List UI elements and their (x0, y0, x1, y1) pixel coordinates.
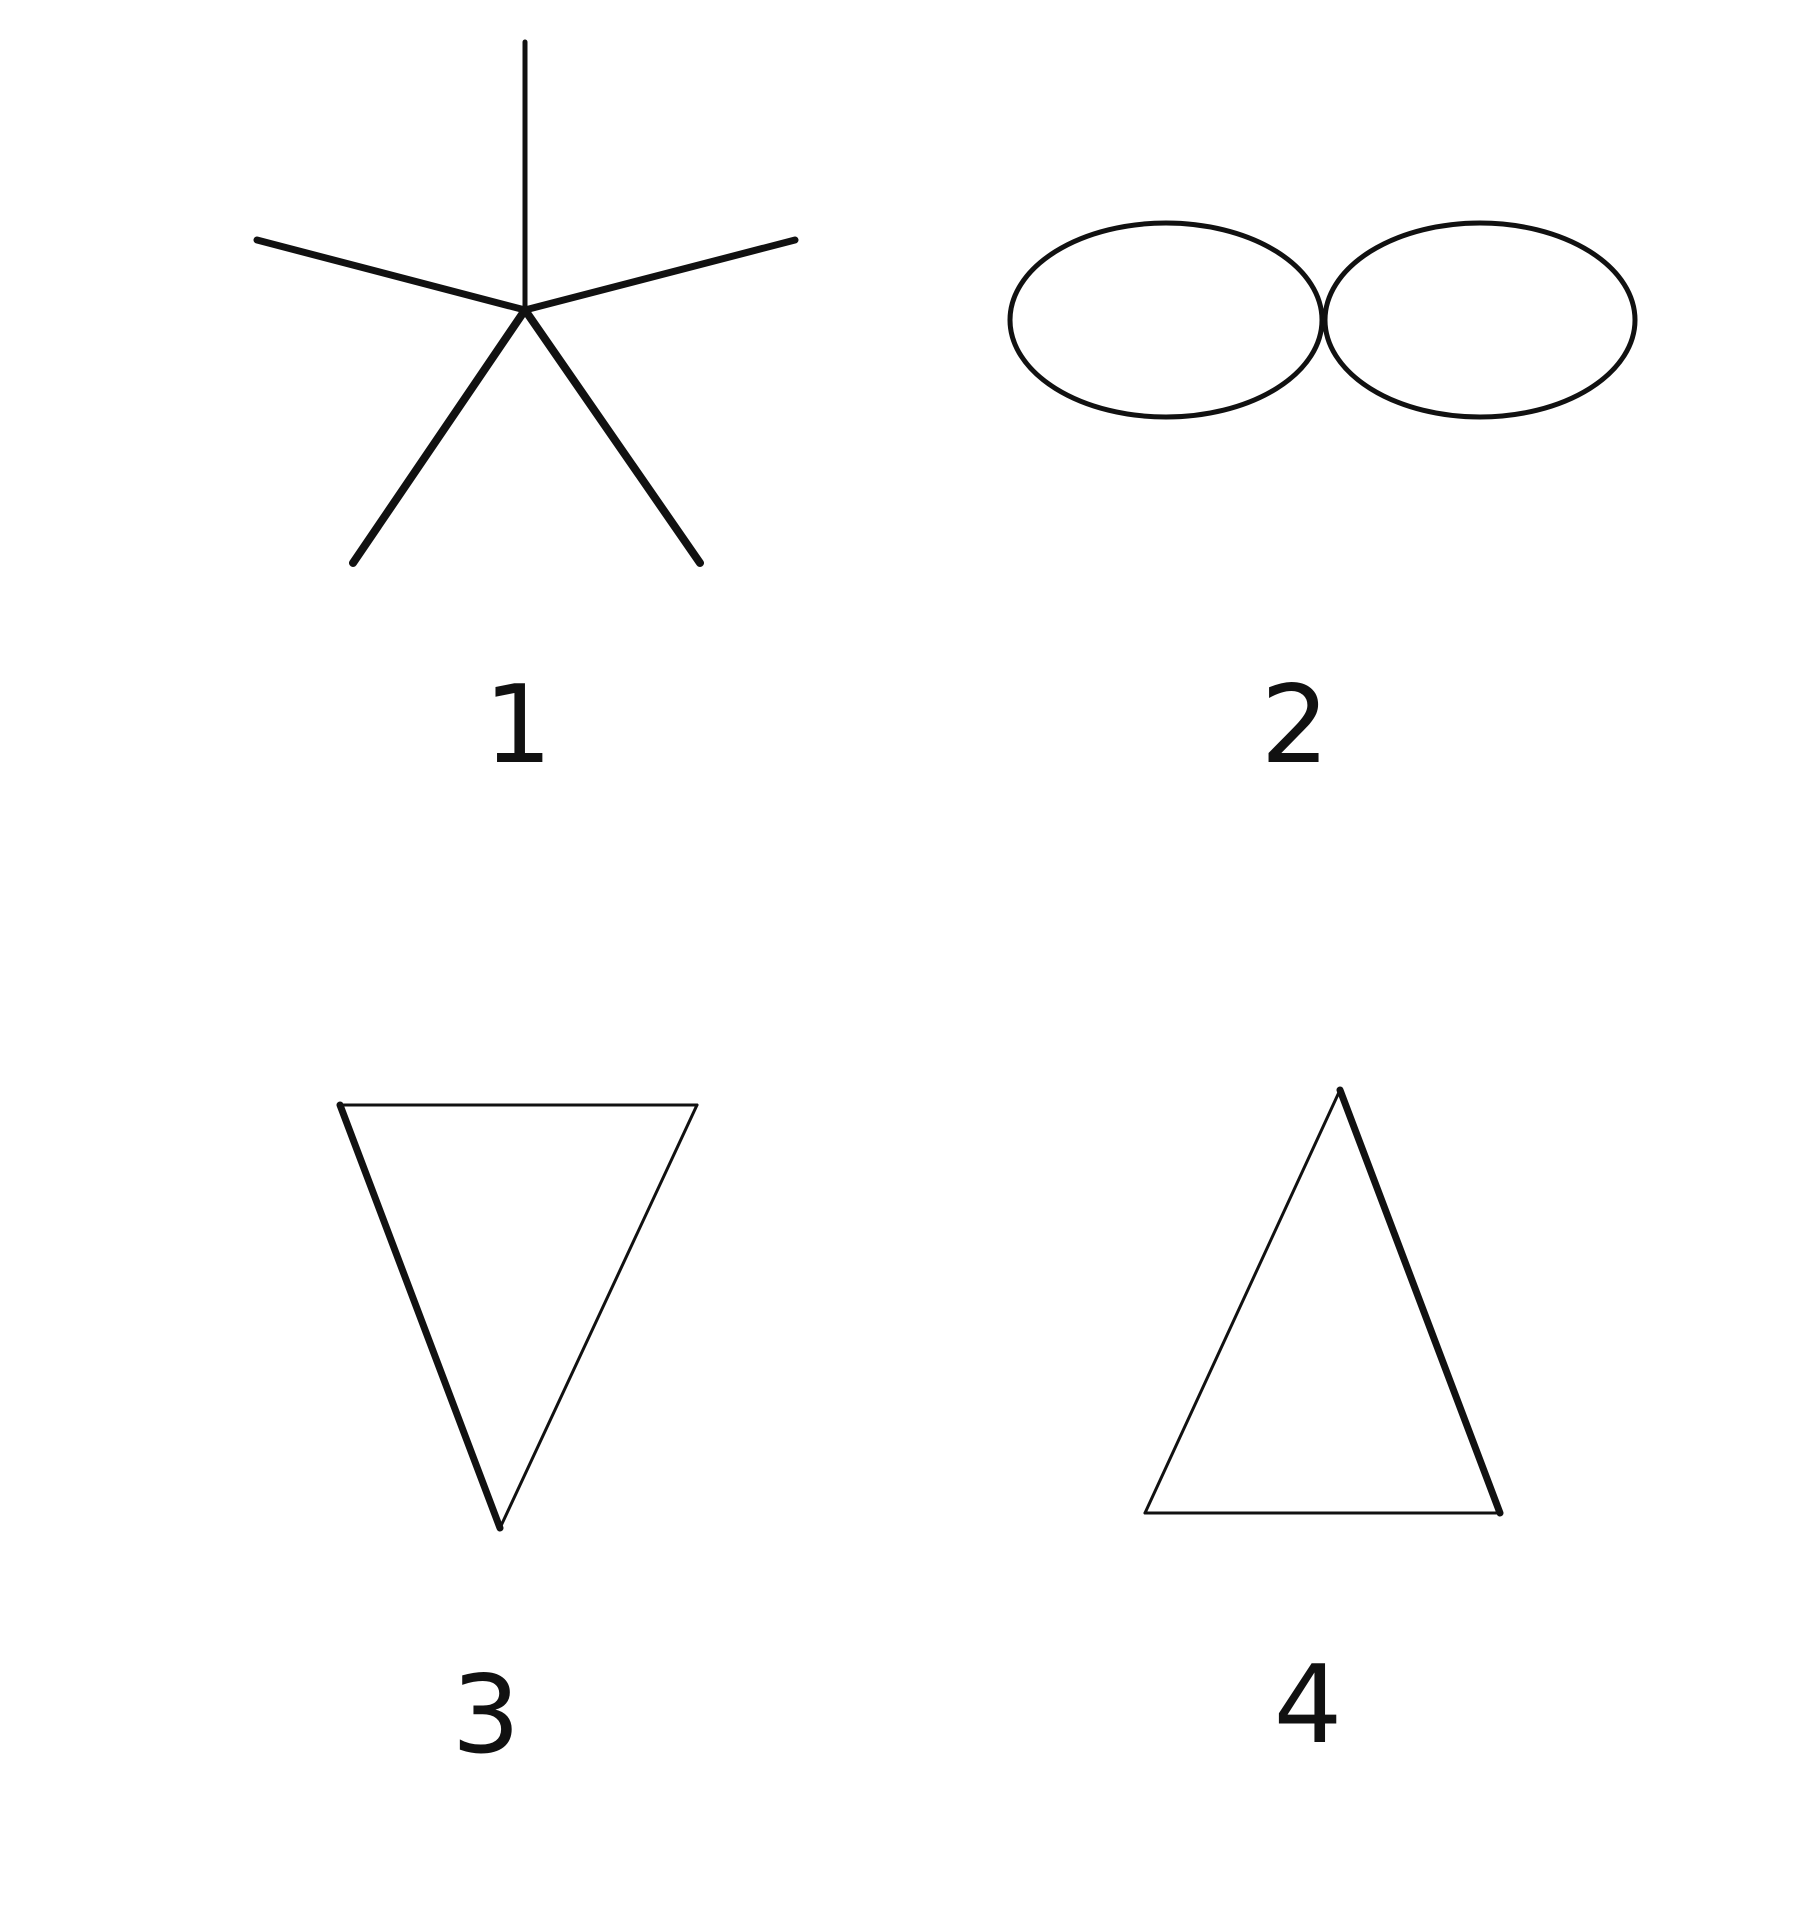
star-spoke-lower-left (349, 306, 529, 567)
star-spoke-right (521, 236, 799, 314)
tri3-left-edge (336, 1101, 504, 1532)
figure-3-label: 3 (452, 1653, 521, 1778)
figure-1-star (253, 39, 799, 567)
right-ellipse (1322, 220, 1638, 420)
figure-2-label: 2 (1261, 663, 1330, 788)
figure-3-inverted-triangle (336, 1101, 699, 1532)
figure-2-double-ellipse (1007, 220, 1638, 420)
figure-1-label: 1 (484, 663, 553, 788)
tri4-left-edge (1143, 1088, 1342, 1515)
star-spoke-left (253, 236, 529, 314)
figure-4-upright-triangle (1143, 1086, 1504, 1517)
tri3-right-edge (498, 1103, 699, 1530)
tri4-right-edge (1336, 1086, 1504, 1517)
figure-4-label: 4 (1274, 1643, 1343, 1768)
star-spoke-lower-right (521, 306, 704, 567)
left-ellipse (1007, 220, 1325, 420)
